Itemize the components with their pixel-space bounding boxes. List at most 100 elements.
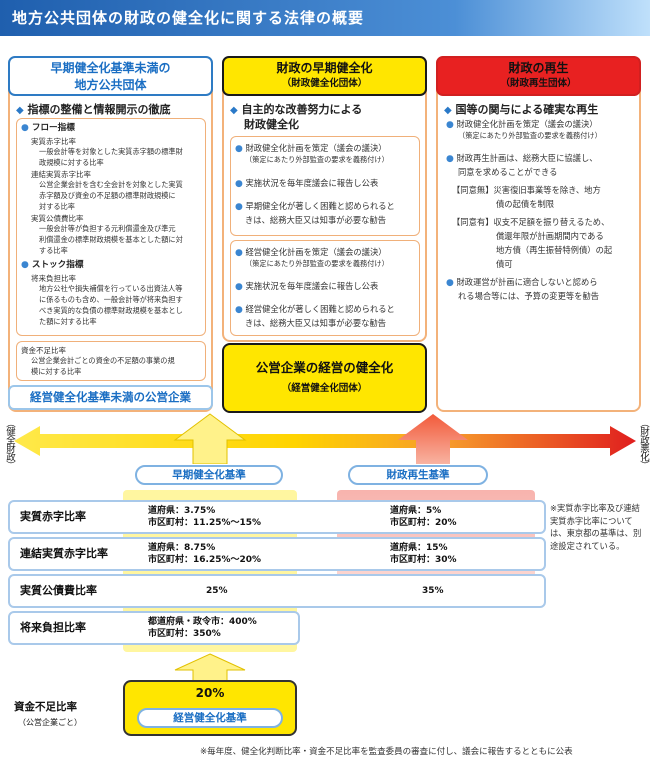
bullet-icon: ● — [235, 248, 243, 258]
row-label: 実質赤字比率 — [20, 510, 86, 523]
early-value: 25% — [206, 586, 228, 596]
column1-header: 早期健全化基準未満の 地方公共団体 — [8, 56, 213, 96]
plan-text: きは、総務大臣又は知事が必要な勧告 — [245, 318, 387, 328]
enterprise-health-title: 公営企業の経営の健全化 — [255, 360, 394, 375]
bottom-note: ※毎年度、健全化判断比率・資金不足比率を監査委員の審査に付し、議会に報告するとと… — [200, 747, 573, 757]
column2-section-text2: 財政健全化 — [244, 118, 299, 131]
stock-indicator-label: ストック指標 — [31, 260, 84, 270]
rebuild-value: 市区町村：30% — [390, 555, 457, 565]
bullet-icon: ● — [235, 179, 243, 189]
bullet-icon: ● — [235, 202, 243, 212]
indicator-desc: 模に対する比率 — [31, 367, 82, 376]
early-up-arrow — [173, 413, 247, 464]
column3-header-line2: （財政再生団体） — [500, 78, 577, 89]
diamond-icon: ◆ — [444, 105, 452, 116]
enterprise-criteria-value: 20% — [195, 686, 225, 700]
indicator-desc: 公営企業会計ごとの資金の不足額の事業の規 — [31, 356, 175, 365]
indicator-desc: に係るものも含め、一般会計等が将来負担す — [39, 295, 183, 304]
rebuild-text: 財政再生計画は、総務大臣に協議し、 — [456, 153, 598, 163]
indicator-desc: 一般会計等が負担する元利償還金及び準元 — [39, 224, 176, 233]
early-value: 道府県：8.75% — [148, 543, 216, 553]
rebuild-text: 債の起債を制限 — [496, 199, 555, 209]
indicator-name: 資金不足比率 — [21, 346, 66, 355]
column2-plan-box: ● 財政健全化計画を策定（議会の議決） （策定にあたり外部監査の要求を義務付け）… — [230, 136, 420, 236]
rebuild-text: 財政運営が計画に適合しないと認めら — [456, 277, 598, 287]
early-criteria-label: 早期健全化基準 — [135, 465, 283, 485]
rebuild-criteria-label: 財政再生基準 — [348, 465, 488, 485]
row-label: 実質公債費比率 — [20, 584, 97, 597]
table-row: 連結実質赤字比率 道府県：8.75% 市区町村：16.25%～20% 道府県：1… — [8, 537, 546, 571]
table-row: 将来負担比率 都道府県・政令市：400% 市区町村：350% — [8, 611, 300, 645]
rebuild-value: 道府県：15% — [390, 543, 448, 553]
indicator-name: 将来負担比率 — [31, 274, 76, 283]
shikin-label: 資金不足比率 — [14, 701, 77, 713]
health-gradient-arrow — [14, 426, 636, 456]
rebuild-text: 同意を求めることができる — [458, 167, 558, 177]
axis-right-label: （財政悪化） — [638, 418, 649, 469]
bullet-icon: ● — [235, 282, 243, 292]
rebuild-text: 地方債（再生振替特例債）の起 — [496, 245, 613, 255]
public-enterprise-health-box: 公営企業の経営の健全化 （経営健全化団体） — [222, 343, 427, 413]
plan-text: 財政健全化計画を策定（議会の議決） — [245, 143, 387, 153]
plan-text: きは、総務大臣又は知事が必要な勧告 — [245, 215, 387, 225]
bullet-icon: ● — [21, 123, 29, 133]
plan-text: 実施状況を毎年度議会に報告し公表 — [245, 178, 379, 188]
column-rebuild: 財政の再生 （財政再生団体） ◆ 国等の関与による確実な再生 ● 財政健全化計画… — [436, 56, 641, 412]
plan-text: 経営健全化計画を策定（議会の議決） — [245, 247, 387, 257]
rebuild-text: 財政健全化計画を策定（議会の議決） — [456, 119, 598, 129]
bullet-icon: ● — [446, 278, 454, 288]
indicator-desc: 地方公社や損失補償を行っている出資法人等 — [39, 284, 183, 293]
enterprise-up-arrow — [174, 653, 246, 682]
table-row: 実質赤字比率 道府県：3.75% 市区町村：11.25%～15% 道府県：5% … — [8, 500, 546, 534]
indicator-desc: 政規模に対する比率 — [39, 158, 104, 167]
table-row: 実質公債費比率 25% 35% — [8, 574, 546, 608]
indicator-desc: 赤字額及び資金の不足額の標準財政規模に — [39, 191, 176, 200]
column2-header-line1: 財政の早期健全化 — [276, 61, 373, 75]
public-enterprise-banner: 経営健全化基準未満の公営企業 — [8, 385, 213, 410]
rebuild-value: 道府県：5% — [390, 506, 442, 516]
column2-section-text: 自主的な改善努力による — [241, 103, 363, 116]
plan-text: 実施状況を毎年度議会に報告し公表 — [245, 281, 379, 291]
column1-shikin-box: 資金不足比率 公営企業会計ごとの資金の不足額の事業の規 模に対する比率 — [16, 341, 206, 381]
indicator-desc: 一般会計等を対象とした実質赤字額の標準財 — [39, 147, 183, 156]
indicator-desc: べき実質的な負債の標準財政規模を基本とし — [39, 306, 183, 315]
rebuild-text: （策定にあたり外部監査の要求を義務付け） — [458, 131, 602, 140]
column3-header-line1: 財政の再生 — [508, 61, 569, 75]
column1-header-line1: 早期健全化基準未満の — [50, 61, 171, 75]
column1-section: ◆ 指標の整備と情報開示の徹底 — [16, 102, 171, 118]
rebuild-text: れる場合等には、予算の変更等を勧告 — [458, 291, 600, 301]
early-value: 市区町村：16.25%～20% — [148, 555, 262, 565]
indicator-name: 連結実質赤字比率 — [31, 170, 91, 179]
shikin-sub: （公営企業ごと） — [18, 718, 82, 727]
rebuild-text: 債可 — [496, 259, 513, 269]
column3-section-text: 国等の関与による確実な再生 — [455, 103, 599, 116]
enterprise-criteria-label: 経営健全化基準 — [137, 708, 283, 728]
bullet-icon: ● — [235, 305, 243, 315]
indicator-desc: 対する比率 — [39, 202, 75, 211]
rebuild-value: 35% — [422, 586, 444, 596]
enterprise-health-sub: （経営健全化団体） — [281, 383, 368, 394]
rebuild-text: 【同意無】災害復旧事業等を除き、地方 — [452, 185, 601, 195]
rebuild-value: 市区町村：20% — [390, 518, 457, 528]
plan-text: （策定にあたり外部監査の要求を義務付け） — [245, 155, 389, 164]
indicator-desc: た額に対する比率 — [39, 317, 97, 326]
page-title: 地方公共団体の財政の健全化に関する法律の概要 — [0, 0, 650, 36]
column1-indicator-box: ● フロー指標 実質赤字比率 一般会計等を対象とした実質赤字額の標準財 政規模に… — [16, 118, 206, 336]
column2-header: 財政の早期健全化 （財政健全化団体） — [222, 56, 427, 96]
indicator-name: 実質公債費比率 — [31, 214, 84, 223]
early-value: 市区町村：11.25%～15% — [148, 518, 262, 528]
plan-text: 早期健全化が著しく困難と認められると — [245, 201, 395, 211]
enterprise-criteria-box: 20% 経営健全化基準 — [123, 680, 297, 736]
column-early-below: 早期健全化基準未満の 地方公共団体 ◆ 指標の整備と情報開示の徹底 ● フロー指… — [8, 56, 213, 412]
row-label: 将来負担比率 — [20, 621, 86, 634]
indicator-desc: 利償還金の標準財政規模を基本とした額に対 — [39, 235, 183, 244]
column1-section-text: 指標の整備と情報開示の徹底 — [27, 103, 171, 116]
column1-header-line2: 地方公共団体 — [74, 78, 147, 92]
rebuild-text: 償還年限が計画期間内である — [496, 231, 604, 241]
early-value: 市区町村：350% — [148, 629, 221, 639]
tokyo-note: ※実質赤字比率及び連結実質赤字比率については、東京都の基準は、別途設定されている… — [550, 503, 642, 551]
column-early-health: 財政の早期健全化 （財政健全化団体） ◆ 自主的な改善努力による 財政健全化 ●… — [222, 56, 427, 342]
bullet-icon: ● — [446, 154, 454, 164]
plan-text: （策定にあたり外部監査の要求を義務付け） — [245, 259, 389, 268]
flow-indicator-label: フロー指標 — [31, 123, 75, 133]
